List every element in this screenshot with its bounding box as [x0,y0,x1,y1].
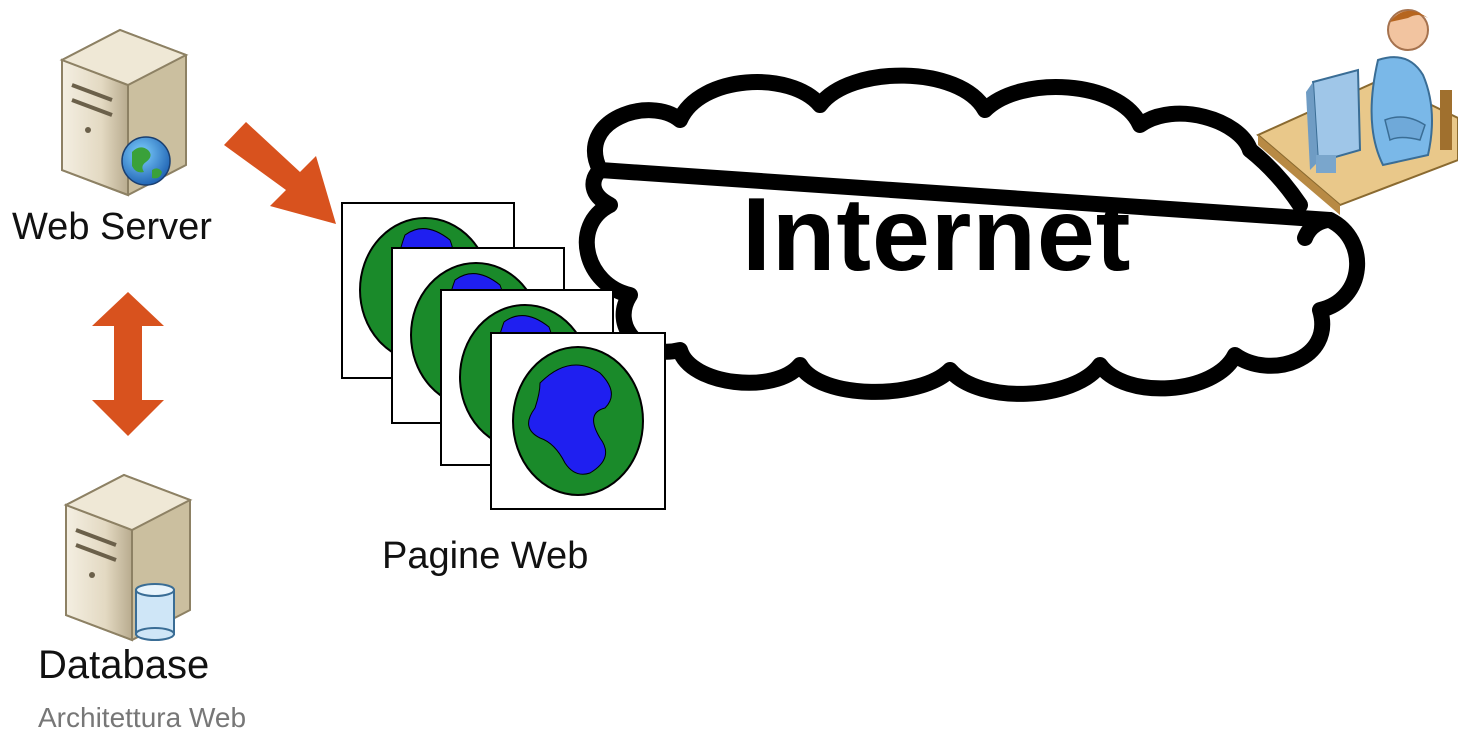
server-icon [59,28,189,197]
user-at-computer-icon [1256,9,1458,215]
internet-label: Internet [742,177,1132,293]
double-arrow-server-database [92,292,164,436]
cloud-icon [578,67,1366,402]
globe-icon [121,136,171,186]
arrow-to-pages [224,122,336,224]
cylinder-icon [135,583,175,641]
web-pages-stack [341,202,666,510]
page-4 [490,332,666,510]
web-pages-label: Pagine Web [382,535,589,577]
web-server-label: Web Server [12,206,212,248]
database-server-icon [63,473,193,642]
database-label: Database [38,643,210,687]
caption-label: Architettura Web [38,702,247,733]
